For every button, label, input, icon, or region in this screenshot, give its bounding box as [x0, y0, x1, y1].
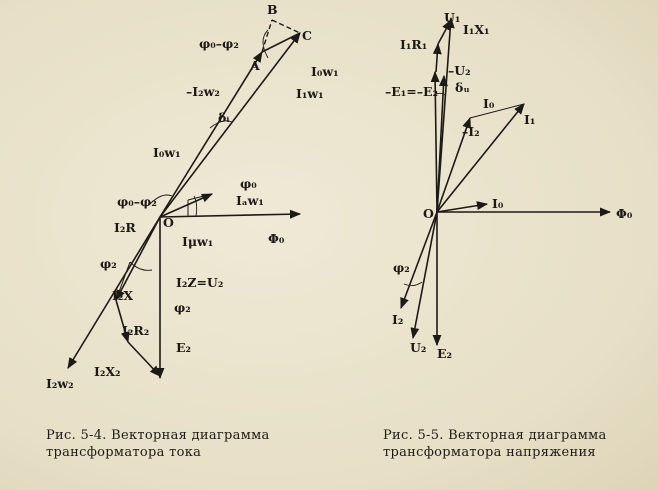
phi0-vector [159, 209, 302, 219]
i1x1-vector [437, 19, 452, 45]
i2r2-vector [115, 299, 130, 344]
label-neg-e1: –E₁=–E₂ [385, 84, 438, 99]
phi0-arc [193, 195, 198, 217]
label-i1x1: I₁X₁ [463, 22, 490, 37]
ab-dashed [261, 19, 273, 53]
label-phi0-phi2-mid: φ₀–φ₂ [117, 194, 157, 209]
caption-figure-5-4: Рис. 5-4. Векторная диаграмма трансформа… [46, 428, 270, 460]
neg-u2-vector [436, 74, 448, 213]
label-phi2-right: φ₂ [174, 300, 191, 315]
label-i2x2: I₂X₂ [94, 364, 121, 379]
neg-i2w2-vector [159, 51, 263, 218]
i0w1-mid-vector [159, 193, 214, 218]
i1-vector [436, 103, 525, 213]
delta-u-arc [435, 92, 447, 97]
label-imuw1: Iμw₁ [182, 234, 213, 249]
label-i0w1-mid: I₀w₁ [153, 145, 181, 160]
label-delta-u: δᵤ [455, 80, 470, 95]
label-i2: I₂ [392, 312, 403, 327]
label-e2: E₂ [176, 340, 191, 355]
label-i2w2: I₂w₂ [46, 376, 74, 391]
i2-vector [400, 211, 438, 310]
label-i2z-u2: I₂Z=U₂ [176, 275, 223, 290]
i2x2-vector [127, 341, 161, 377]
delta-arc [209, 120, 233, 129]
label-B: B [267, 2, 278, 17]
label-u2: U₂ [410, 340, 426, 355]
label-i1w1: I₁w₁ [296, 86, 324, 101]
label-e2-2: E₂ [437, 346, 452, 361]
label-u1: U₁ [444, 10, 460, 25]
angle-top-arc [262, 29, 269, 59]
label-i1r1: I₁R₁ [400, 37, 427, 52]
label-neg-i2w2: –I₂w₂ [186, 84, 220, 99]
phi0-phi2-arc [149, 194, 173, 205]
figure-voltage-transformer: U₁ I₁X₁ I₁R₁ –U₂ –E₁=–E₂ δᵤ I₀ I₁ –I₂ O … [385, 10, 633, 361]
label-A: A [249, 58, 260, 73]
label-phi0: φ₀ [240, 176, 257, 191]
i2w2-vector [67, 216, 161, 369]
label-neg-u2: –U₂ [448, 63, 471, 78]
i2z-vector [115, 216, 161, 301]
label-origin-fig2: O [423, 206, 434, 221]
label-iaw1: Iₐw₁ [236, 193, 264, 208]
label-delta-i: δᵢ [218, 110, 229, 125]
label-i0w1-top: I₀w₁ [311, 64, 339, 79]
label-origin-fig1: O [163, 215, 174, 230]
neg-e1-vector [430, 70, 440, 213]
i1r1-vector [432, 42, 442, 73]
label-C: C [302, 28, 312, 43]
i0-vector [436, 201, 489, 213]
label-phi0-flux-2: Φ₀ [616, 206, 633, 221]
i0-top-line [469, 103, 525, 119]
i2r-line [115, 261, 131, 301]
bc-dashed [271, 19, 301, 34]
phi2-arc [129, 261, 153, 271]
label-i2x: I₂X [112, 288, 133, 303]
label-i1: I₁ [524, 112, 535, 127]
label-phi2: φ₂ [100, 256, 117, 271]
u2-vector [410, 211, 438, 340]
phi2-arc-2 [403, 281, 423, 287]
label-i2r: I₂R [114, 220, 136, 235]
label-neg-i2: –I₂ [462, 124, 480, 139]
label-i0-top: I₀ [483, 96, 495, 111]
caption-figure-5-5: Рис. 5-5. Векторная диаграмма трансформа… [383, 428, 607, 460]
i0w1-top-vector [261, 32, 301, 53]
label-phi2-2: φ₂ [393, 260, 410, 275]
label-phi0-flux: Φ₀ [268, 231, 285, 246]
iaw1-line [187, 193, 213, 201]
label-i0: I₀ [492, 196, 504, 211]
label-phi0-phi2-top: φ₀–φ₂ [199, 36, 239, 51]
label-i2r2: I₂R₂ [122, 323, 149, 338]
i1w1-vector [159, 32, 301, 218]
neg-i2-vector [436, 116, 471, 213]
figure-current-transformer: B C A φ₀–φ₂ I₀w₁ –I₂w₂ I₁w₁ δᵢ I₀w₁ φ₀ φ… [46, 2, 339, 391]
